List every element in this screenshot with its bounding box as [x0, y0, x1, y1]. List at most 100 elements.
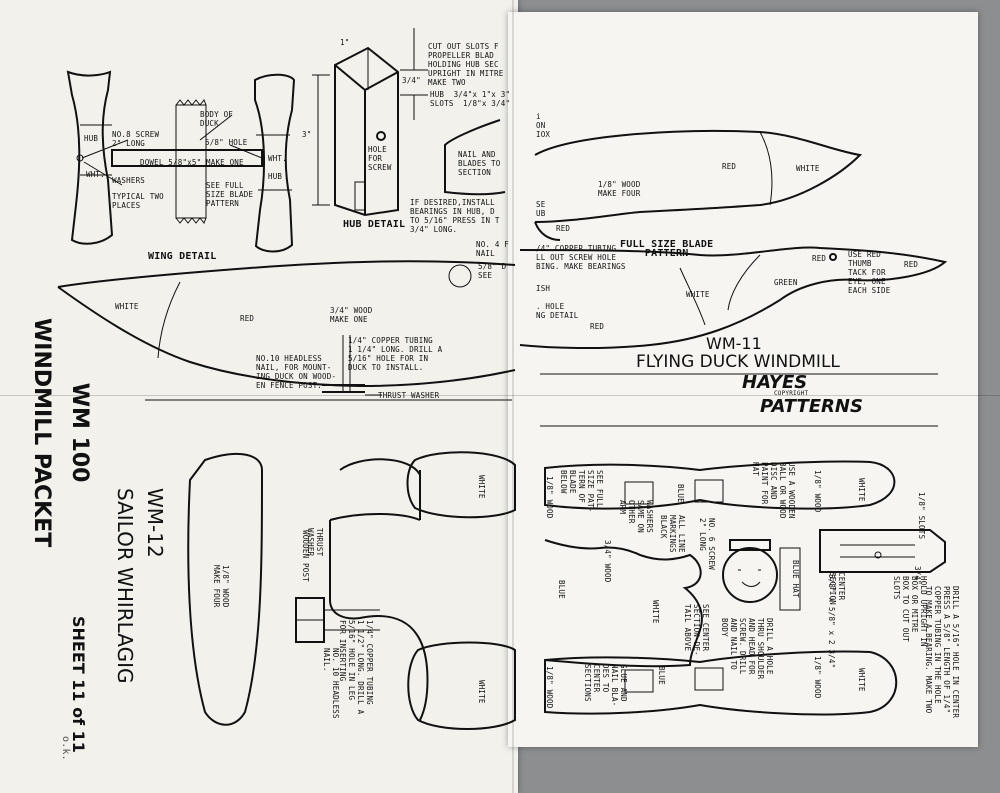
- label-hole-for-screw: HOLE FOR SCREW: [368, 145, 392, 172]
- sailor-glue: GLUE AND NAIL BLA- DES TO CENTER SECTION…: [583, 664, 628, 707]
- sailor-see-full: SEE FULL SIZE PAT- TERN OF BLADE BELOW: [559, 470, 604, 513]
- label-if-desired: IF DESIRED,INSTALL BEARINGS IN HUB, D TO…: [410, 198, 500, 234]
- sailor-no6-screw: NO. 6 SCREW 2" LONG: [698, 518, 716, 570]
- label-wood-make-four: 1/8" WOOD MAKE FOUR: [598, 180, 641, 198]
- hayes-logo-bottom: PATTERNS: [760, 396, 863, 417]
- sailor-drill-2: DRILL A HOLE THRU SHOULDER AND HEAD FOR …: [720, 618, 774, 680]
- sailor-wood-18d: 1/8" WOOD: [545, 666, 554, 709]
- label-nail-and-blades: NAIL AND BLADES TO SECTION: [458, 150, 501, 177]
- label-blade-wood: 1/8" WOOD MAKE FOUR: [212, 565, 230, 608]
- label-copper-tubing-2: 1/4" COPPER TUBING 1 1/2" LONG. DRILL A …: [338, 620, 374, 715]
- sheet-gap: [512, 0, 514, 793]
- label-headless-nail: NO.10 HEADLESS NAIL, FOR MOUNT- ING DUCK…: [256, 354, 337, 390]
- sailor-blue: BLUE: [676, 484, 685, 503]
- duck-body-outline: [57, 260, 516, 396]
- color-white-duck: WHITE: [115, 302, 139, 311]
- color-red-head: RED: [812, 254, 827, 263]
- sailor-blue-hat: BLUE HAT: [791, 560, 800, 598]
- hub-detail-title: HUB DETAIL: [343, 219, 406, 230]
- label-hub-right: HUB: [268, 172, 283, 181]
- label-eye-note: USE RED THUMB TACK FOR EYE, ONE EACH SID…: [848, 250, 891, 295]
- fragment-hole-detail: . HOLE NG DETAIL: [536, 302, 579, 320]
- dim-3-4-inch: 3/4": [402, 76, 421, 85]
- label-see-full-blade: SEE FULL SIZE BLADE PATTERN: [206, 181, 254, 208]
- ok-mark: o.k.: [60, 736, 71, 761]
- sailor-blue-2: BLUE: [557, 580, 566, 599]
- label-five-eighths: 5/8" D SEE: [478, 262, 507, 280]
- label-headless-2: NO. 10 HEADLESS NAIL.: [322, 648, 340, 719]
- color-red-blade: RED: [722, 162, 737, 171]
- packet-title: WM 100 WINDMILL PACKET: [29, 318, 92, 548]
- fragment-se-ub: SE UB: [536, 200, 546, 218]
- label-hole: 5/8" HOLE: [205, 138, 248, 147]
- sailor-wood-18b: 1/8" WOOD: [545, 476, 554, 519]
- label-wood-make-one: 3/4" WOOD MAKE ONE: [330, 306, 373, 324]
- sailor-three-quarter: 3/4": [913, 566, 922, 585]
- wing-detail-title: WING DETAIL: [148, 251, 217, 262]
- hayes-logo-top: HAYES: [742, 372, 808, 393]
- sailor-wood-18: 1/8" WOOD: [813, 470, 822, 513]
- label-body-of-duck: BODY OF DUCK: [200, 110, 234, 128]
- flying-duck-title: FLYING DUCK WINDMILL: [636, 352, 840, 372]
- sailor-arm-blades-left: [406, 451, 516, 730]
- fragment-top: i ON IOX: [536, 112, 551, 139]
- color-red-body: RED: [590, 322, 605, 331]
- sailor-whirlagig-title: WM-12 SAILOR WHIRLAGIG: [113, 488, 167, 684]
- color-green: GREEN: [774, 278, 798, 287]
- sailor-dims: 5/8" x 5/8" x 2 3/4": [827, 574, 836, 669]
- sailor-hold: HOLD UPRIGHT IN BOX OR MITRE BOX TO CUT …: [892, 576, 928, 647]
- sailor-white-3: WHITE: [857, 668, 866, 692]
- center-section-detail: [819, 529, 946, 573]
- sailor-white-body: WHITE: [651, 600, 660, 624]
- sheet-number: SHEET 11 of 11: [69, 616, 88, 753]
- fold-line-horizontal: [0, 395, 1000, 396]
- sailor-blue-3: BLUE: [657, 666, 666, 685]
- label-dowel: DOWEL 5/8"x5" MAKE ONE: [140, 158, 244, 167]
- sailor-white-arm: WHITE: [857, 478, 866, 502]
- color-red-blade-2: RED: [556, 224, 571, 233]
- color-white-1: WHITE: [477, 475, 486, 499]
- color-red-duck: RED: [240, 314, 255, 323]
- color-white-body: WHITE: [686, 290, 710, 299]
- sailor-blade-pattern: [187, 452, 264, 726]
- color-red-beak: RED: [904, 260, 919, 269]
- sailor-wood-34: 3/4" WOOD: [603, 540, 612, 583]
- wing-detail-drawing: [66, 70, 296, 253]
- sailor-wood-18c: 1/8" WOOD: [813, 656, 822, 699]
- label-hub-size: HUB 3/4"x 1"x 3" SLOTS 1/8"x 3/4": [430, 90, 511, 108]
- full-size-blade-title: FULL SIZE BLADE PATTERN: [620, 239, 714, 259]
- label-washers: WASHERS: [112, 176, 146, 185]
- right-pattern-sheet: [508, 12, 978, 747]
- sailor-washers: WASHERS SAME ON OTHER ARM: [618, 500, 654, 534]
- color-white-blade: WHITE: [796, 164, 820, 173]
- wm11-code: WM-11: [706, 334, 762, 353]
- label-copper-bearings: /4" COPPER TUBING LL OUT SCREW HOLE BING…: [536, 244, 626, 271]
- label-copper-tubing: 1/4" COPPER TUBING 1 1/4" LONG. DRILL A …: [348, 336, 443, 372]
- label-no4-nail: NO. 4 F NAIL: [476, 240, 510, 258]
- label-wht-right: WHT.: [268, 154, 287, 163]
- duck-body-right: [519, 246, 948, 350]
- sailor-drill: DRILL A 5/16" HOLE IN CENTER PRESS A 5/8…: [924, 586, 960, 719]
- label-wooden-post: WOODEN POST: [301, 530, 310, 582]
- sailor-see-center: SEE CENTER SECTION DE- TAIL ABOVE: [683, 604, 710, 656]
- sailor-figure: [544, 539, 801, 668]
- dim-3-inch: 3": [302, 130, 312, 139]
- sailor-leg-pattern: [295, 458, 429, 721]
- left-pattern-sheet: [0, 0, 518, 793]
- label-typical: TYPICAL TWO PLACES: [112, 192, 164, 210]
- sailor-arm-blades-right: [544, 460, 898, 716]
- duck-wing-blade: [534, 129, 863, 241]
- fragment-ish: ISH: [536, 284, 551, 293]
- logo-copyright: COPYRIGHT: [774, 390, 809, 397]
- label-thrust-washer: THRUST WASHER: [378, 391, 440, 400]
- sailor-all-lines: ALL LINE MARKINGS BLACK: [659, 515, 686, 553]
- color-white-2: WHITE: [477, 680, 486, 704]
- dim-1-inch: 1": [340, 38, 350, 47]
- label-cut-out-slots: CUT OUT SLOTS F PROPELLER BLAD HOLDING H…: [428, 42, 504, 87]
- label-hub-left: HUB: [84, 134, 99, 143]
- label-wht-left: WHT.: [86, 170, 105, 179]
- sailor-use-wooden: USE A WOODEN BALL OR WOOD DISC AND PAINT…: [751, 462, 796, 519]
- sailor-slots: 1/8" SLOTS: [917, 492, 926, 540]
- label-screw: NO.8 SCREW 2" LONG: [112, 130, 160, 148]
